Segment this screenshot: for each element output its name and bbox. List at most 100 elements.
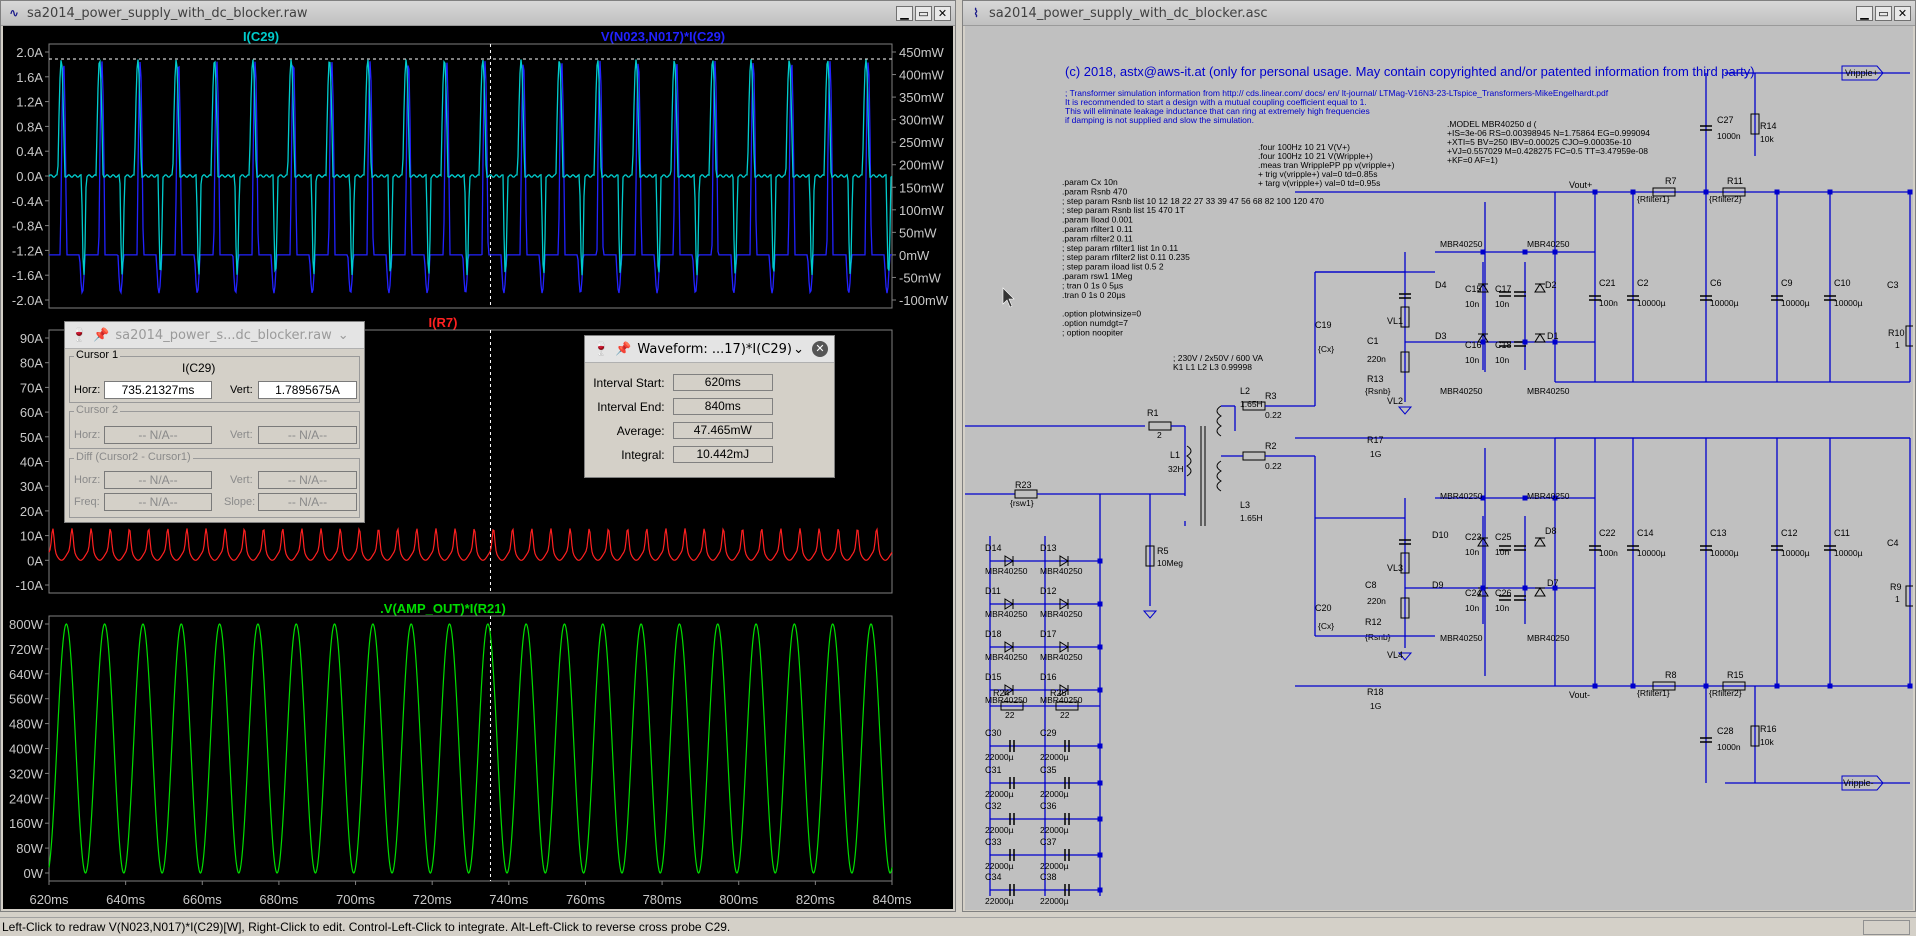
r14-value: 10k — [1760, 134, 1774, 144]
c1-value: 220n — [1367, 354, 1386, 364]
waveform-window-titlebar[interactable]: ∿ sa2014_power_supply_with_dc_blocker.ra… — [1, 1, 955, 26]
r14-label: R14 — [1760, 121, 1777, 131]
diode-model-label: MBR40250 — [1440, 491, 1483, 501]
c8-label: C8 — [1365, 580, 1377, 590]
schematic-window: ⌇ sa2014_power_supply_with_dc_blocker.as… — [962, 0, 1916, 912]
param-line: .param rfilter2 0.11 — [1062, 233, 1133, 243]
minimize-button[interactable]: ▁ — [896, 5, 913, 21]
model-line: +KF=0 AF=1) — [1447, 155, 1498, 165]
chevron-down-icon[interactable]: ⌄ — [793, 341, 804, 357]
maximize-button[interactable]: ▭ — [1875, 5, 1892, 21]
meas-line: .four 100Hz 10 21 V(Wripple+) — [1258, 151, 1373, 161]
close-button[interactable]: ✕ — [934, 5, 951, 21]
integral-value: 10.442mJ — [672, 446, 773, 463]
vripple-neg-label: Vripple- — [1843, 778, 1874, 788]
y-tick-label: 0.4A — [16, 144, 43, 159]
schematic-window-titlebar[interactable]: ⌇ sa2014_power_supply_with_dc_blocker.as… — [963, 1, 1915, 26]
waveform-plot-svg[interactable]: 2.0A1.6A1.2A0.8A0.4A0.0A-0.4A-0.8A-1.2A-… — [3, 26, 955, 911]
cursor2-group: Cursor 2 Horz: -- N/A-- Vert: -- N/A-- — [69, 404, 360, 449]
param-line: .option numdgt=7 — [1062, 318, 1128, 328]
ladder-cap-label: C38 — [1040, 872, 1057, 882]
minimize-button[interactable]: ▁ — [1856, 5, 1873, 21]
close-icon[interactable]: ✕ — [812, 341, 828, 357]
junction — [1097, 558, 1103, 564]
cursor1-horz-label: Horz: — [74, 384, 101, 396]
cursor-dialog-titlebar[interactable]: 🍷 📌 sa2014_power_s...dc_blocker.raw ⌄ — [65, 322, 364, 349]
bridge-diode-label: D1 — [1547, 331, 1559, 341]
r9-value: 1 — [1895, 594, 1900, 604]
close-button[interactable]: ✕ — [1894, 5, 1911, 21]
filter-cap-value: 10000µ — [1637, 548, 1666, 558]
waveform-dialog-titlebar[interactable]: 🍷 📌 Waveform: ...17)*I(C29) ⌄ ✕ — [585, 336, 834, 363]
bridge-diode — [1477, 587, 1489, 597]
r16-resistor — [1750, 725, 1760, 747]
trace-power-c29 — [49, 60, 892, 295]
schematic-canvas[interactable]: (c) 2018, astx@aws-it.at (only for perso… — [965, 26, 1913, 910]
r10-resistor — [1905, 325, 1913, 347]
c27-label: C27 — [1717, 115, 1734, 125]
filter-cap-label: C21 — [1599, 278, 1616, 288]
average-value[interactable]: 47.465mW — [672, 422, 773, 439]
y-tick-label: 20A — [20, 504, 43, 519]
param-line: .tran 0 1s 0 20µs — [1062, 290, 1126, 300]
r10-value: 1 — [1895, 340, 1900, 350]
x-tick-label: 800ms — [719, 892, 759, 907]
junction — [1630, 683, 1636, 689]
y-tick-label: -0.8A — [12, 219, 43, 234]
ladder-cap-value: 22000µ — [1040, 825, 1069, 835]
ladder-diode-label: D12 — [1040, 586, 1057, 596]
param-line: ; step param iload list 0.5 2 — [1062, 262, 1164, 272]
pin-icon[interactable]: 📌 — [93, 327, 110, 343]
bridge-diode-label: D10 — [1432, 530, 1449, 540]
y-tick-label: 60A — [20, 405, 43, 420]
filter-cap-label: C10 — [1834, 278, 1851, 288]
vout-neg-label: Vout- — [1569, 690, 1590, 700]
r1-resistor — [1148, 421, 1172, 431]
junction — [1480, 249, 1486, 255]
l3-value: 1.65H — [1240, 513, 1263, 523]
x-tick-label: 720ms — [413, 892, 453, 907]
cursor2-group-label: Cursor 2 — [74, 404, 121, 416]
ladder-diode-value: MBR40250 — [985, 566, 1028, 576]
chevron-down-icon[interactable]: ⌄ — [337, 327, 349, 343]
pin-icon[interactable]: 📌 — [615, 341, 632, 357]
schematic-svg[interactable]: (c) 2018, astx@aws-it.at (only for perso… — [965, 26, 1913, 910]
r2-label: R2 — [1265, 441, 1277, 451]
r2-value: 0.22 — [1265, 461, 1282, 471]
ladder-diode-label: D13 — [1040, 543, 1057, 553]
r16-label: R16 — [1760, 724, 1777, 734]
snubber-cap-label: C25 — [1495, 532, 1512, 542]
ladder-cap-value: 22000µ — [985, 752, 1014, 762]
x-tick-label: 760ms — [566, 892, 606, 907]
y-tick-label: -10A — [16, 578, 44, 593]
junction — [1552, 249, 1558, 255]
param-line: .param Rsnb 470 — [1062, 186, 1127, 196]
snubber-cap-value: 10n — [1495, 299, 1509, 309]
snubber-cap-value: 10n — [1495, 603, 1509, 613]
cursor1-vert-field[interactable]: 1.7895675A — [258, 381, 357, 399]
ladder-cap-label: C34 — [985, 872, 1002, 882]
ladder-diode-label: D11 — [985, 586, 1001, 596]
r11-resistor — [1722, 187, 1746, 197]
r5-resistor — [1145, 545, 1155, 567]
model-line: +VJ=0.557029 M=0.428275 FC=0.5 TT=3.4795… — [1447, 146, 1648, 156]
junction — [1592, 683, 1598, 689]
junction — [1097, 887, 1103, 893]
r23-resistor — [1014, 489, 1038, 499]
cursor1-horz-field[interactable]: 735.21327ms — [104, 381, 212, 399]
param-line: .param Cx 10n — [1062, 177, 1118, 187]
y-tick-label: 0A — [27, 553, 43, 568]
r11-value: {Rfilter2} — [1709, 194, 1742, 204]
trace-label: I(C29) — [243, 29, 279, 44]
maximize-button[interactable]: ▭ — [915, 5, 932, 21]
l3-label: L3 — [1240, 500, 1250, 510]
r25-value: 22 — [1060, 710, 1070, 720]
junction — [1552, 339, 1558, 345]
y-tick-label: 0.8A — [16, 119, 43, 134]
r11-label: R11 — [1727, 176, 1743, 186]
bridge-diode — [1477, 283, 1489, 293]
meas-line: + targ v(vripple+) val=0 td=0.95s — [1258, 178, 1380, 188]
trace-label: V(N023,N017)*I(C29) — [601, 29, 725, 44]
r24-label: R24 — [993, 688, 1010, 698]
r18-label: R18 — [1367, 687, 1384, 697]
